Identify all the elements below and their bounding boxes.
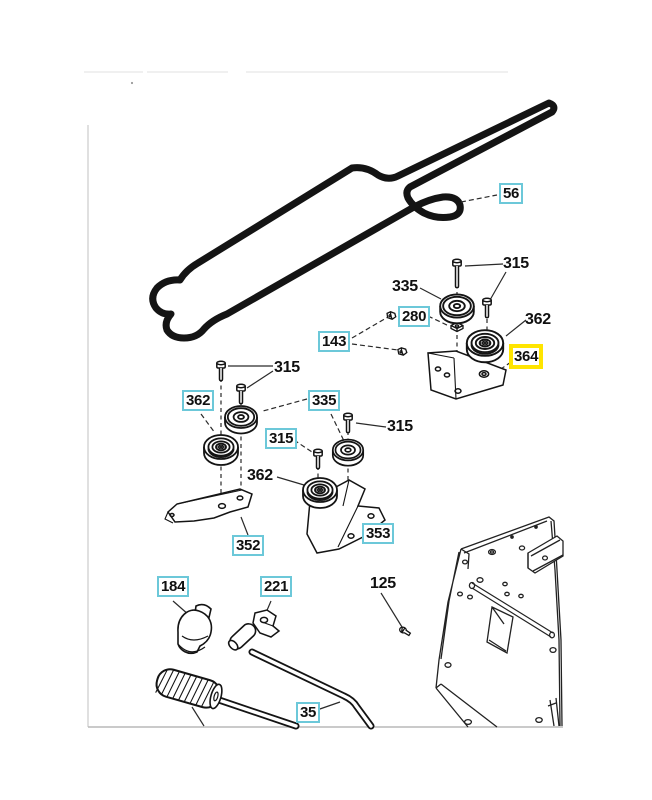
- callout-143[interactable]: 143: [318, 331, 351, 352]
- drive-belt: [149, 99, 558, 342]
- callout-35[interactable]: 35: [296, 702, 321, 723]
- callout-221[interactable]: 221: [260, 576, 293, 597]
- callout-362[interactable]: 362: [182, 390, 215, 411]
- callout-335[interactable]: 335: [308, 390, 341, 411]
- callout-364-highlighted[interactable]: 364: [509, 344, 544, 369]
- grip-handle: [155, 668, 223, 710]
- chassis-panel: [435, 516, 564, 728]
- callout-315: 315: [503, 255, 529, 272]
- callout-315: 315: [274, 359, 300, 376]
- bracket-352: [164, 488, 253, 524]
- callout-125: 125: [370, 575, 396, 592]
- callout-362: 362: [525, 311, 551, 328]
- callout-56[interactable]: 56: [499, 183, 524, 204]
- callout-315[interactable]: 315: [265, 428, 298, 449]
- page-frame: [84, 71, 563, 728]
- callout-352[interactable]: 352: [232, 535, 265, 556]
- fastener-125: [399, 626, 412, 637]
- callout-335: 335: [392, 278, 418, 295]
- callout-184[interactable]: 184: [157, 576, 190, 597]
- callout-362: 362: [247, 467, 273, 484]
- control-rod-35: [215, 623, 375, 730]
- knob-184: [177, 603, 213, 655]
- callout-315: 315: [387, 418, 413, 435]
- clip-221: [252, 609, 281, 638]
- callout-280[interactable]: 280: [398, 306, 431, 327]
- callout-353[interactable]: 353: [362, 523, 395, 544]
